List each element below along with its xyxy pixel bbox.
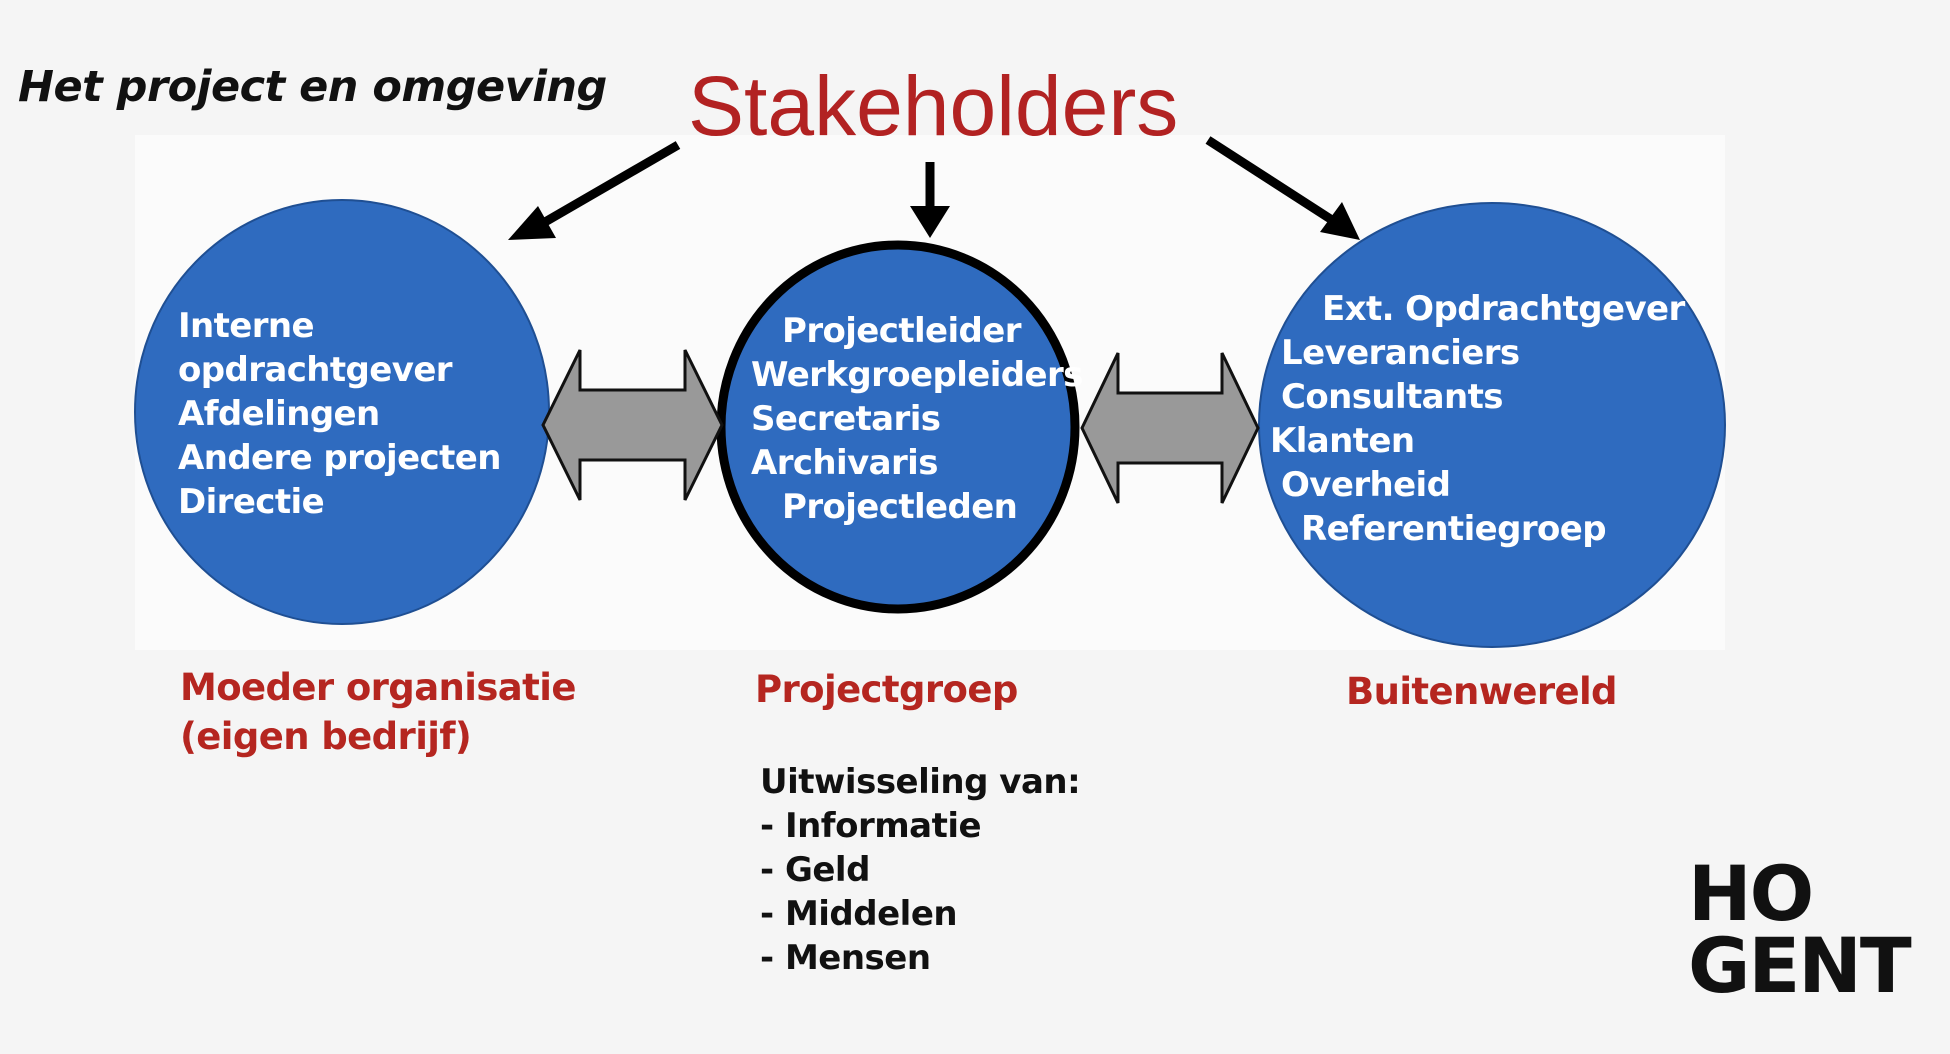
logo-line: HO (1688, 849, 1814, 938)
logo-line: GENT (1688, 921, 1912, 1010)
exchange-item: - Informatie (760, 806, 982, 846)
moeder-item: opdrachtgever (178, 350, 453, 390)
buitenwereld-circle (1258, 202, 1726, 648)
stakeholder-arrow-left (508, 141, 681, 240)
moeder-item: Directie (178, 482, 325, 522)
buitenwereld-item: Referentiegroep (1301, 509, 1607, 549)
projectgroep-label-line: Projectgroep (755, 668, 1018, 711)
stakeholder-arrow-middle (910, 162, 950, 238)
exchange-item: - Mensen (760, 938, 931, 978)
exchange-heading: Uitwisseling van: (760, 762, 1081, 802)
exchange-item: - Middelen (760, 894, 958, 934)
stakeholders-title: Stakeholders (688, 59, 1179, 153)
moeder-label-line: Moeder organisatie (180, 666, 576, 709)
projectgroep-item: Projectleden (782, 487, 1018, 527)
stakeholder-arrow-right (1205, 136, 1360, 240)
exchange-list: Uitwisseling van: - Informatie - Geld - … (760, 760, 1081, 980)
buitenwereld-label-line: Buitenwereld (1346, 670, 1618, 713)
buitenwereld-item: Overheid (1281, 465, 1451, 505)
projectgroep-circle-text: Projectleider Werkgroepleiders Secretari… (751, 309, 1083, 529)
buitenwereld-item: Consultants (1281, 377, 1504, 417)
moeder-label-line: (eigen bedrijf) (180, 715, 472, 758)
projectgroep-item: Archivaris (751, 443, 938, 483)
buitenwereld-label: Buitenwereld (1346, 667, 1618, 716)
hogent-logo: HO GENT (1688, 849, 1912, 1010)
projectgroep-label: Projectgroep (755, 665, 1018, 714)
moeder-item: Interne (178, 306, 315, 346)
projectgroep-item: Secretaris (751, 399, 941, 439)
exchange-item: - Geld (760, 850, 870, 890)
exchange-arrow-right (1080, 352, 1260, 504)
exchange-arrow-left (541, 349, 724, 501)
moeder-item: Andere projecten (178, 438, 501, 478)
buitenwereld-item: Ext. Opdrachtgever (1322, 289, 1685, 329)
moeder-organisatie-label: Moeder organisatie (eigen bedrijf) (180, 663, 576, 761)
projectgroep-item: Werkgroepleiders (751, 355, 1083, 395)
buitenwereld-item: Leveranciers (1281, 333, 1520, 373)
buitenwereld-circle-text: Ext. Opdrachtgever Leveranciers Consulta… (1270, 287, 1685, 551)
moeder-item: Afdelingen (178, 394, 380, 434)
buitenwereld-item: Klanten (1270, 421, 1415, 461)
projectgroep-item: Projectleider (782, 311, 1022, 351)
moeder-circle-text: Interne opdrachtgever Afdelingen Andere … (178, 304, 501, 524)
slide-title: Het project en omgeving (18, 62, 607, 112)
